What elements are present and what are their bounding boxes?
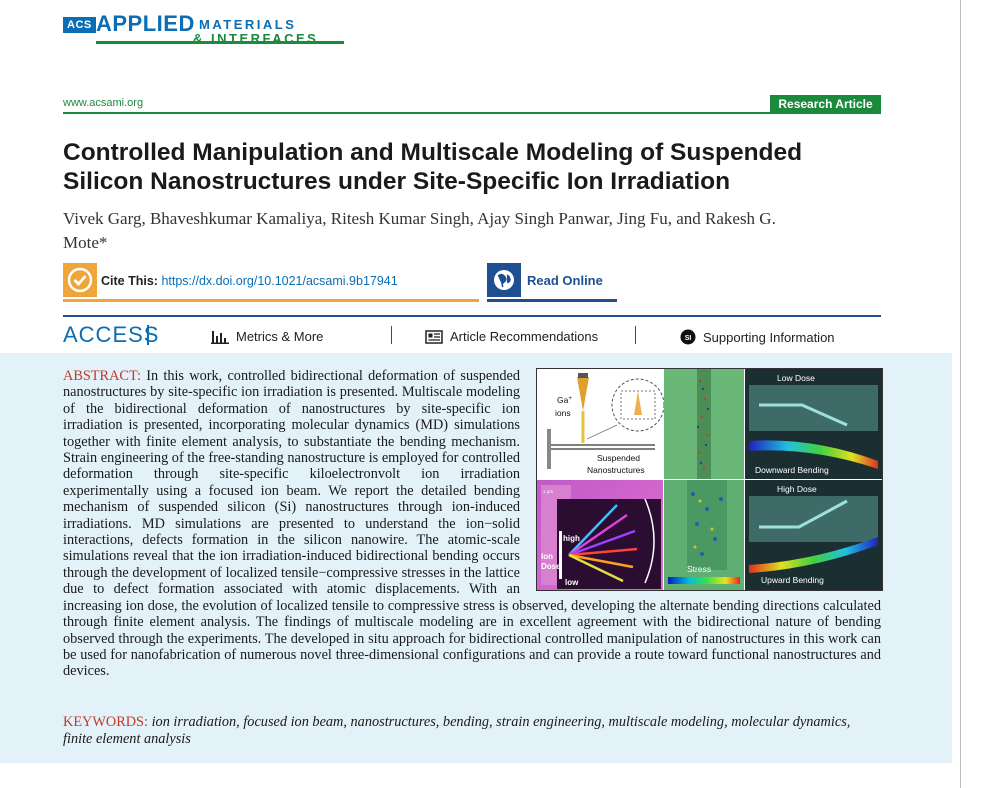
stress-colorbar [668,577,740,584]
journal-url[interactable]: www.acsami.org [63,97,144,109]
globe-icon [487,263,521,297]
dose-arc [644,498,655,584]
ion-column-shape [577,377,589,411]
low-dose-sem [749,385,878,431]
recommendations-label: Article Recommendations [450,329,599,344]
author-list: Vivek Garg, Bhaveshkumar Kamaliya, Rites… [63,209,776,252]
access-separator [635,326,636,344]
low-dose-label: Low Dose [777,373,815,383]
cite-label: Cite This: [101,274,158,288]
md-defect-dots [697,379,709,471]
metrics-more-link[interactable]: Metrics & More [211,329,323,344]
abstract: ABSTRACT: In this work, controlled bidir… [63,368,881,680]
md-defect-band [697,369,711,479]
read-online-label: Read Online [527,273,603,288]
keywords-list: ion irradiation, focused ion beam, nanos… [63,714,851,747]
doi-link[interactable]: https://dx.doi.org/10.1021/acsami.9b1794… [161,274,398,288]
low-label: low [565,578,579,587]
nanostructures-label: Nanostructures [587,465,645,475]
svg-text:SI: SI [685,335,692,342]
logo-applied: APPLIED [96,11,195,36]
upward-bending-band [749,537,878,573]
journal-logo[interactable]: ACS APPLIED MATERIALS & INTERFACES [63,11,344,47]
access-heading: ACCESS [63,322,160,347]
article-type-badge: Research Article [770,95,881,113]
dose-label: Dose [541,562,561,571]
supporting-info-link[interactable]: SI Supporting Information [680,329,835,345]
logo-materials: MATERIALS [199,17,297,32]
downward-bending-band [749,440,878,469]
ga-superscript: + [568,396,572,402]
ion-label: Ion [541,552,553,561]
support-wall [547,429,551,469]
low-dose-bent-beam [759,403,848,427]
md-high-dots [691,492,723,556]
si-badge-icon: SI [680,329,696,345]
check-circle-icon [63,263,97,297]
keywords: KEYWORDS: ion irradiation, focused ion b… [63,714,881,748]
scale-label: 1 µm [543,489,553,494]
stress-label: Stress [687,564,711,574]
access-bar: ACCESS Metrics & More Article Recommenda… [63,322,881,352]
abstract-body: In this work, controlled bidirectional d… [63,368,881,680]
toc-graphic: Ga+ ions Suspended Nanostructures Low Do… [536,368,883,591]
document-list-icon [425,329,443,344]
schematic-panel [537,369,663,479]
metrics-label: Metrics & More [236,329,324,344]
access-separator [391,326,392,344]
cite-text: Cite This: https://dx.doi.org/10.1021/ac… [101,274,398,288]
md-high-yellow-dots [693,499,714,549]
logo-acs: ACS [63,17,96,33]
zoom-connector [586,424,618,440]
high-dose-label: High Dose [777,484,817,494]
bar-chart-icon [211,330,229,344]
toc-float-spacer [536,368,881,592]
suspended-label: Suspended [597,453,640,463]
abstract-label: ABSTRACT: [63,368,141,384]
md-defect-dots-blue [696,387,710,465]
dose-scale-bar [559,531,562,579]
recommendations-link[interactable]: Article Recommendations [425,329,598,344]
access-divider [147,325,149,345]
read-online-button[interactable]: Read Online [487,263,617,302]
ion-source-cap [578,373,588,378]
supporting-label: Supporting Information [703,329,835,345]
svg-text:Ga+: Ga+ [557,395,572,405]
high-dose-bent-beam [759,499,848,529]
logo-underline [96,41,344,44]
high-label: high [563,534,580,543]
downward-label: Downward Bending [755,465,829,475]
article-title: Controlled Manipulation and Multiscale M… [63,139,803,195]
header-rule [63,112,881,114]
dose-rays [568,504,638,583]
zoom-beam [634,391,642,415]
cite-this-bar[interactable]: Cite This: https://dx.doi.org/10.1021/ac… [63,263,479,302]
access-rule [63,315,881,317]
ga-label: Ga [557,395,569,405]
ions-label: ions [555,408,571,418]
upward-label: Upward Bending [761,575,824,585]
keywords-label: KEYWORDS: [63,714,148,730]
